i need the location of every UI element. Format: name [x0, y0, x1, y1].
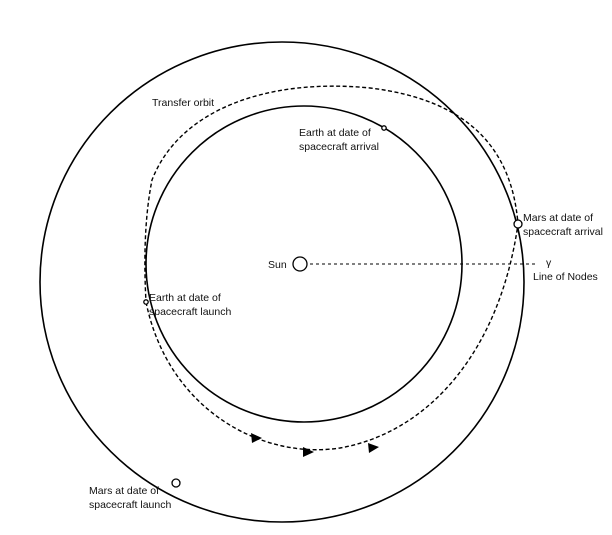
transfer-direction-arrow-3: [368, 443, 379, 453]
mars-orbit: [39, 41, 525, 523]
mars-launch-label-line1: Mars at date of: [89, 485, 159, 497]
mars-arrival-label-line2: spacecraft arrival: [523, 226, 603, 238]
earth-arrival-label-line1: Earth at date of: [299, 127, 371, 139]
earth-launch-marker: [143, 299, 149, 305]
mars-launch-marker: [171, 478, 181, 488]
sun-icon: [292, 256, 308, 272]
transfer-direction-arrow-1: [251, 433, 262, 443]
earth-launch-label-line1: Earth at date of: [149, 292, 221, 304]
mars-arrival-label-line1: Mars at date of: [523, 212, 593, 224]
transfer-orbit-path: [144, 85, 519, 451]
sun-label: Sun: [268, 259, 287, 271]
earth-arrival-marker: [381, 125, 387, 131]
vernal-equinox-symbol: γ: [546, 257, 552, 269]
transfer-orbit-label: Transfer orbit: [152, 97, 214, 109]
transfer-direction-arrow-2: [303, 447, 314, 457]
mars-launch-label-line2: spacecraft launch: [89, 499, 171, 511]
earth-launch-label-line2: spacecraft launch: [149, 306, 231, 318]
mars-arrival-marker: [513, 219, 523, 229]
line-of-nodes-label: Line of Nodes: [533, 271, 598, 283]
earth-arrival-label-line2: spacecraft arrival: [299, 141, 379, 153]
